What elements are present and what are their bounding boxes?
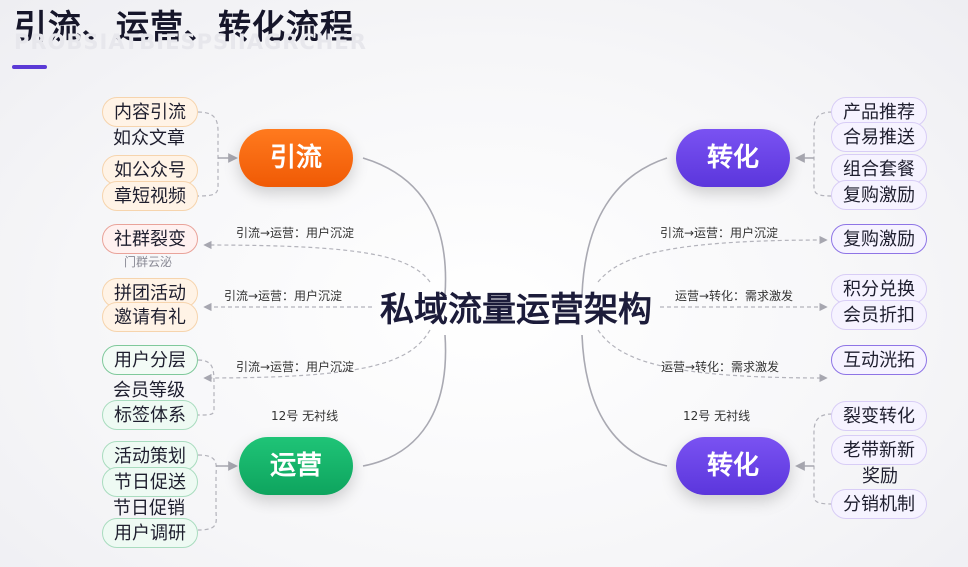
arrow-label-left-1: 引流→运营：用户沉淀 [236,226,355,240]
arrow-label-right-1: 引流→运营：用户沉淀 [660,226,779,240]
right-item-reward: 奖励 [862,466,898,487]
font-note-left: 12号 无衬线 [271,409,339,423]
left-item-event-planning: 活动策划 [102,441,198,471]
right-item-referral: 老带新新 [831,435,927,465]
curve-center-to-zhuanhua-top [581,157,668,296]
bracket-right-bottom [813,413,833,505]
font-note-right: 12号 无衬线 [683,409,751,423]
arrow-label-left-3: 引流→运营：用户沉淀 [236,360,355,374]
arrow-label-left-2: 引流→运营：用户沉淀 [224,289,343,303]
bracket-right-top [813,111,833,197]
hub-zhuanhua-bottom[interactable]: 转化 [676,437,790,495]
left-item-tag-system: 标签体系 [102,400,198,430]
hub-zhuanhua-top[interactable]: 转化 [676,129,790,187]
arrow-label-right-3: 运营→转化：需求激发 [661,360,780,374]
left-item-invite-gift: 邀请有礼 [102,302,198,332]
left-item-holiday-promo-2: 节日促销 [113,498,185,519]
hub-yinliu[interactable]: 引流 [239,129,353,187]
dash-center-left-3 [203,329,431,383]
left-item-member-level: 会员等级 [113,380,185,401]
curve-center-to-zhuanhua-bottom [581,334,668,467]
left-item-content-traffic: 内容引流 [102,97,198,127]
curve-center-to-yunying [362,334,447,467]
dash-center-right-3 [597,329,828,383]
dash-center-right-1 [597,235,828,283]
dash-center-left-1 [203,240,431,283]
curve-center-to-yinliu [362,157,447,296]
right-item-distribution: 分销机制 [831,489,927,519]
page-title: 引流、运营、转化流程 [14,7,354,46]
arrow-label-right-2: 运营→转化：需求激发 [675,289,794,303]
right-item-repurchase-1: 复购激励 [831,180,927,210]
right-item-fission-conversion: 裂变转化 [831,401,927,431]
left-item-community-fission: 社群裂变 [102,224,198,254]
bracket-left-mid [197,359,215,416]
hub-yunying[interactable]: 运营 [239,437,353,495]
left-item-community-note: 门群云泌 [124,255,173,269]
right-item-member-discount: 会员折扣 [831,300,927,330]
center-title: 私域流量运营架构 [380,290,652,330]
left-item-short-video: 章短视频 [102,181,198,211]
left-item-user-research: 用户调研 [102,518,198,548]
bracket-left-bottom [197,454,217,531]
right-item-points-exchange: 积分兑换 [831,274,927,304]
right-item-interaction: 互动洸拓 [831,345,927,375]
left-item-holiday-promo-1: 节日促送 [102,467,198,497]
left-item-article: 如众文章 [113,128,185,149]
bracket-left-top [197,111,219,197]
page-subtitle-watermark: PROBSIATBIESPSIIAGRCHER [14,30,367,54]
right-item-push: 合易推送 [831,122,927,152]
title-accent-bar [12,65,47,69]
left-item-user-tiering: 用户分层 [102,345,198,375]
right-item-repurchase-2: 复购激励 [831,224,927,254]
